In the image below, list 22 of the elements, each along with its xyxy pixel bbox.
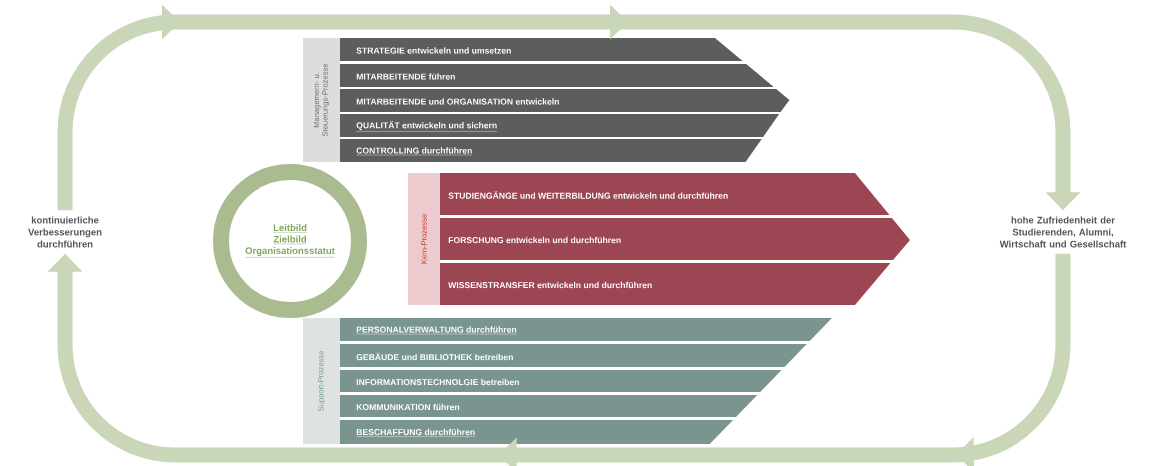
process-band: BESCHAFFUNG durchführen	[340, 420, 734, 444]
process-band: STRATEGIE entwickeln und umsetzen	[340, 38, 743, 61]
process-band: GEBÄUDE und BIBLIOTHEK betreiben	[340, 344, 807, 367]
cycle-arrow	[47, 253, 1071, 466]
process-band: MITARBEITENDE und ORGANISATION entwickeln	[340, 89, 790, 112]
node-label: CONTROLLING durchführen	[356, 147, 472, 154]
node-label: MITARBEITENDE und ORGANISATION entwickeln	[356, 98, 559, 105]
process-band: KOMMUNIKATION führen	[340, 395, 758, 417]
process-band: INFORMATIONSTECHNOLGIE betreiben	[340, 370, 782, 392]
caption-text: kontinuierliche Verbesserungen durchführen	[28, 216, 102, 248]
process-band: PERSONALVERWALTUNG durchführen	[340, 318, 832, 341]
process-band: CONTROLLING durchführen	[340, 139, 762, 162]
process-band: STUDIENGÄNGE und WEITERBILDUNG entwickeln und durchführen	[440, 173, 890, 215]
process-band: QUALITÄT entwickeln und sichern	[340, 114, 780, 137]
process-band: WISSENSTRANSFER entwickeln und durchführen	[440, 263, 891, 305]
cycle-arrow	[57, 4, 1081, 211]
process-band: MITARBEITENDE führen	[340, 64, 774, 87]
ring: Leitbild Zielbild Organisationsstatut	[213, 164, 367, 318]
process-band: FORSCHUNG entwickeln und durchführen	[440, 218, 910, 260]
node-label: MITARBEITENDE führen	[356, 73, 455, 80]
node-label: QUALITÄT entwickeln und sichern	[356, 120, 497, 131]
caption-text: hohe Zufriedenheit der Studierenden, Alumni, Wirtschaft und Gesellschaft	[999, 216, 1127, 248]
